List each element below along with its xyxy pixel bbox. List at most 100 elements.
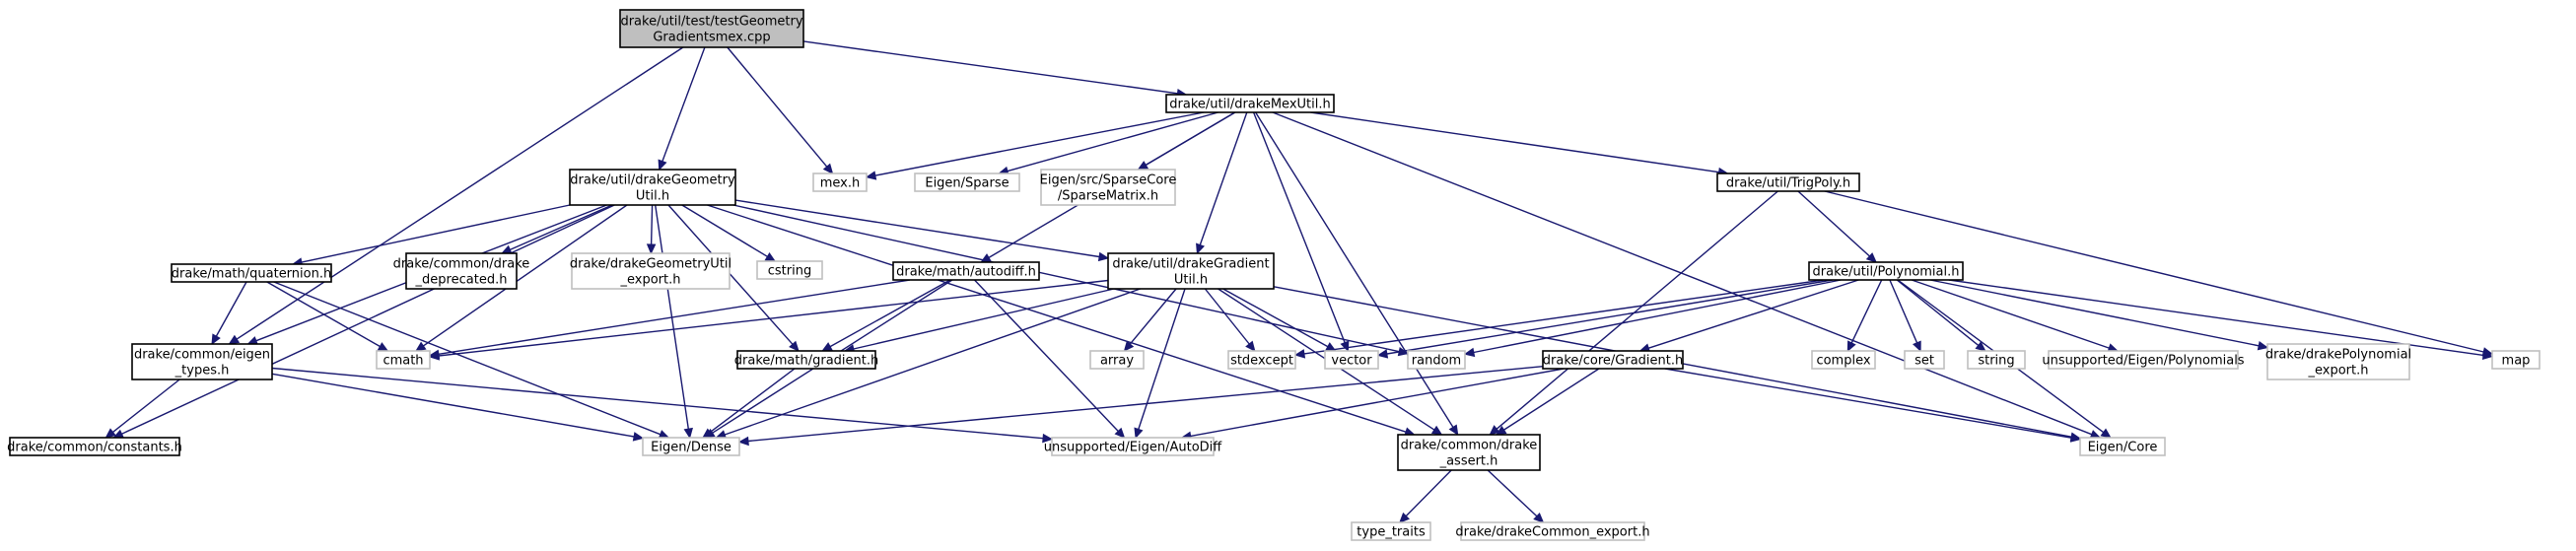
node-label: Eigen/src/SparseCore [1040, 173, 1177, 188]
arrowhead-icon [112, 429, 124, 439]
node-constants[interactable]: drake/common/constants.h [7, 437, 182, 456]
node-autodiff[interactable]: drake/math/autodiff.h [892, 261, 1040, 281]
arrowhead-icon [737, 436, 749, 447]
arrowhead-icon [377, 342, 389, 352]
node-label: Gradientsmex.cpp [653, 31, 770, 45]
node-label: drake/math/autodiff.h [896, 265, 1036, 280]
edge-line [650, 204, 654, 245]
arrowhead-icon [632, 432, 645, 442]
arrowhead-icon [646, 243, 657, 255]
arrowhead-icon [1533, 512, 1545, 523]
node-array: array [1089, 350, 1145, 370]
arrowhead-icon [821, 342, 833, 352]
arrowhead-icon [1114, 427, 1126, 439]
arrowhead-icon [1489, 425, 1500, 436]
edge-line [1911, 279, 2110, 349]
edge-line [1824, 190, 2484, 353]
node-random: random [1407, 350, 1466, 370]
arrowhead-icon [2257, 341, 2269, 351]
node-label: drake/util/drakeGradient [1112, 257, 1269, 272]
arrowhead-icon [1865, 252, 1878, 263]
edge-trigpoly-to-drakeassert [1489, 190, 1778, 436]
node-box [914, 172, 1020, 192]
arrowhead-icon [500, 244, 513, 254]
edge-polynomial-to-stdexcept [1293, 279, 1824, 359]
edge-gradutil-to-array [1123, 288, 1177, 352]
arrowhead-icon [1123, 340, 1135, 352]
node-drakeassert[interactable]: drake/common/drake_assert.h [1397, 434, 1541, 471]
edge-line [510, 204, 613, 251]
node-box [1227, 350, 1296, 370]
edge-line [1310, 111, 1719, 173]
edge-line [747, 366, 1544, 443]
node-box [2491, 350, 2541, 370]
arrowhead-icon [702, 428, 714, 439]
node-box [1811, 350, 1876, 370]
edge-line [829, 279, 951, 348]
arrowhead-icon [1245, 340, 1256, 352]
edge-polynomial-to-string [1896, 279, 1986, 352]
node-polynomial[interactable]: drake/util/Polynomial.h [1808, 261, 1964, 281]
node-layer: drake/util/test/testGeometryGradientsmex… [7, 9, 2541, 541]
edge-line [1199, 111, 1248, 245]
edge-line [1496, 190, 1778, 430]
edge-line [1797, 190, 1870, 257]
edge-line [1303, 279, 1824, 355]
edge-geomutil-to-gradutil [734, 199, 1110, 262]
node-label: unsupported/Eigen/Polynomials [2042, 354, 2244, 369]
edge-coregradient-to-eigendense [737, 366, 1544, 447]
node-trigpoly[interactable]: drake/util/TrigPoly.h [1716, 172, 1860, 192]
node-mathgradient[interactable]: drake/math/gradient.h [734, 350, 879, 370]
edge-line [438, 279, 1109, 357]
arrowhead-icon [428, 351, 440, 361]
node-label: array [1100, 354, 1134, 369]
edge-line [1889, 279, 1918, 343]
node-label: drake/common/eigen [134, 348, 270, 363]
edge-line [874, 111, 1205, 176]
node-label: drake/util/drakeGeometry [570, 173, 735, 188]
node-box [131, 343, 273, 380]
edge-polynomial-to-unsuppoly [1911, 279, 2120, 353]
arrowhead-icon [683, 427, 693, 440]
node-coregradient[interactable]: drake/core/Gradient.h [1542, 350, 1684, 370]
arrowhead-icon [211, 333, 221, 346]
node-box [1089, 350, 1145, 370]
node-label: stdexcept [1230, 354, 1293, 369]
node-geomutil[interactable]: drake/util/drakeGeometryUtil.h [569, 169, 736, 206]
arrowhead-icon [1293, 349, 1306, 359]
node-root[interactable]: drake/util/test/testGeometryGradientsmex… [619, 9, 804, 48]
edge-line [301, 204, 571, 263]
node-typetraits: type_traits [1351, 521, 1431, 541]
node-eigencore: Eigen/Core [2079, 437, 2166, 456]
edge-polynomial-to-complex [1846, 279, 1883, 353]
edge-line [1190, 368, 1565, 438]
edge-line [1007, 111, 1218, 172]
edge-line [727, 46, 828, 168]
edge-line [1272, 111, 2092, 436]
node-box [1051, 437, 1215, 456]
node-label: unsupported/Eigen/AutoDiff [1044, 441, 1223, 455]
arrowhead-icon [764, 251, 777, 262]
edge-polynomial-to-coregradient [1638, 279, 1859, 353]
arrowhead-icon [2481, 350, 2494, 360]
edge-line [236, 46, 684, 340]
edge-line [1129, 288, 1177, 345]
edge-line [1386, 279, 1833, 355]
arrowhead-icon [789, 340, 800, 352]
edge-polynomial-to-vector [1376, 279, 1833, 359]
edge-line [1255, 111, 1454, 428]
arrowhead-icon [414, 341, 427, 352]
node-eigentypes[interactable]: drake/common/eigen_types.h [131, 343, 273, 380]
edge-line [1252, 111, 1346, 343]
node-box [405, 252, 518, 290]
edge-mathgradient-to-eigendense [702, 368, 796, 439]
node-label: drake/util/TrigPoly.h [1726, 176, 1850, 191]
node-mexutil[interactable]: drake/util/drakeMexUtil.h [1165, 94, 1335, 113]
edge-geomutil-to-eigendense [655, 204, 693, 440]
arrowhead-icon [1430, 425, 1443, 436]
node-quaternion[interactable]: drake/math/quaternion.h [171, 263, 332, 283]
node-deprecated[interactable]: drake/common/drake_deprecated.h [393, 252, 530, 290]
node-stdexcept: stdexcept [1227, 350, 1296, 370]
node-unsupautodiff: unsupported/Eigen/AutoDiff [1044, 437, 1223, 456]
